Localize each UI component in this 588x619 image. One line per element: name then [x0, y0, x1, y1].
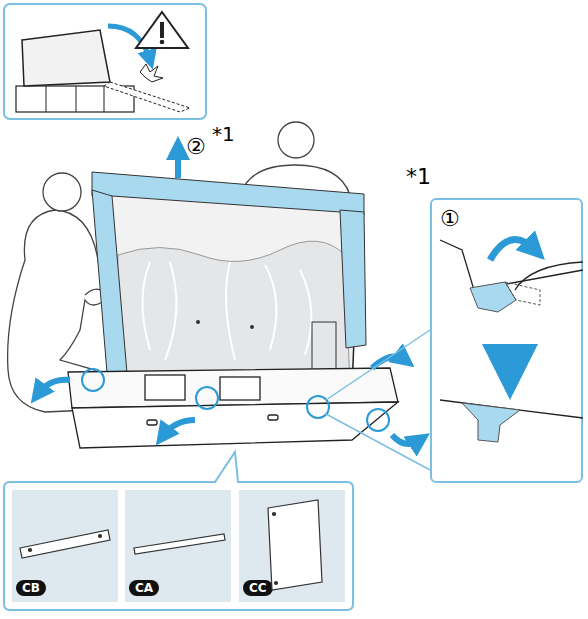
- part-code: CC: [243, 580, 273, 596]
- part-panel: CB: [12, 490, 118, 602]
- cushion-part: [20, 500, 322, 590]
- clip-detail: [440, 240, 583, 442]
- part-code: CB: [16, 580, 46, 596]
- packing-tray: [68, 368, 398, 448]
- person: [240, 122, 350, 195]
- warning-panel: [4, 4, 206, 119]
- footnote-mark: *1: [212, 122, 235, 146]
- part-panel: CC: [239, 490, 345, 602]
- television: [92, 172, 366, 388]
- detail-panel: *1①: [430, 198, 583, 483]
- fold-arrow: [38, 148, 420, 444]
- step-number: ②: [186, 134, 206, 159]
- callout-circle: [82, 369, 389, 431]
- leader-line: [326, 330, 430, 470]
- footnote-mark: *1: [406, 164, 431, 189]
- step-number: ①: [440, 206, 460, 231]
- part-code: CA: [129, 580, 159, 596]
- parts-panel: [4, 452, 353, 610]
- part-panel: CA: [125, 490, 231, 602]
